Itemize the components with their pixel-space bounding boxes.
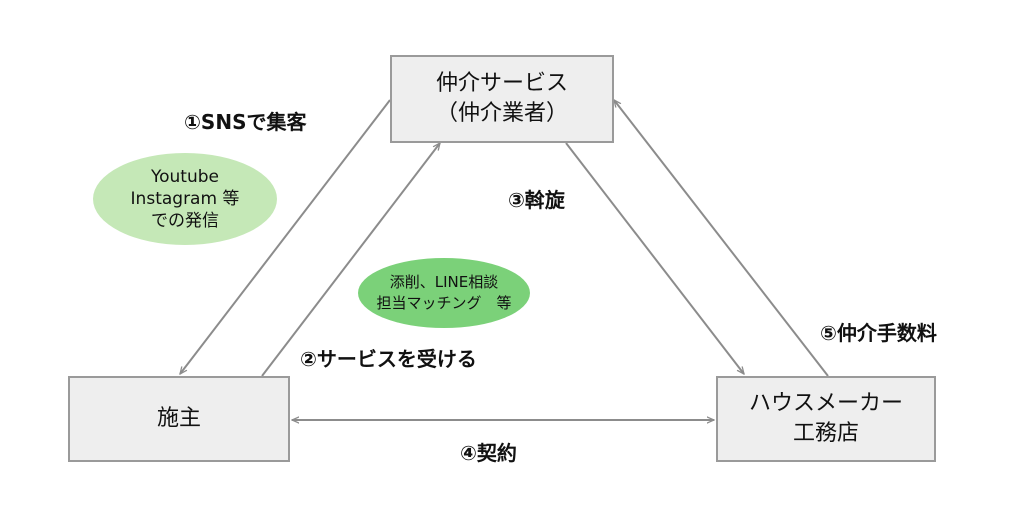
step-label-receive-service: ②サービスを受ける	[300, 347, 477, 371]
client-node-label: 施主	[156, 406, 201, 431]
arrow-broker-to-client	[180, 99, 391, 374]
sns-bubble-line3: での発信	[151, 211, 219, 231]
broker-node: 仲介サービス （仲介業者）	[390, 55, 614, 143]
maker-node: ハウスメーカー 工務店	[716, 376, 936, 462]
broker-node-line1: 仲介サービス	[435, 71, 568, 96]
arrow-maker-to-broker	[614, 100, 829, 377]
arrow-client-to-broker	[261, 143, 440, 377]
step-label-mediation: ③斡旋	[508, 188, 565, 212]
support-bubble: 添削、LINE相談 担当マッチング 等	[358, 258, 530, 328]
step-label-brokerage-fee: ⑤仲介手数料	[820, 321, 937, 345]
sns-bubble-line2: Instagram 等	[130, 189, 240, 209]
sns-bubble: Youtube Instagram 等 での発信	[93, 153, 277, 245]
client-node: 施主	[68, 376, 290, 462]
maker-node-line2: 工務店	[792, 421, 859, 446]
step-label-sns-acquisition: ①SNSで集客	[184, 110, 307, 134]
broker-node-line2: （仲介業者）	[435, 101, 568, 126]
support-bubble-line1: 添削、LINE相談	[389, 273, 499, 291]
step-label-contract: ④契約	[460, 441, 517, 465]
arrow-broker-to-maker	[565, 142, 744, 374]
support-bubble-line2: 担当マッチング 等	[376, 294, 512, 312]
sns-bubble-line1: Youtube	[151, 167, 219, 187]
maker-node-line1: ハウスメーカー	[748, 391, 903, 416]
